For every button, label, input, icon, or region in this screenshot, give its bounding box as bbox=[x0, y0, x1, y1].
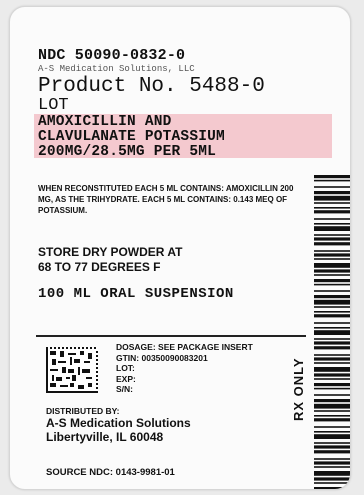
storage-line-1: STORE DRY POWDER AT bbox=[38, 245, 183, 259]
datamatrix-code bbox=[46, 347, 98, 393]
distributor-address: Libertyville, IL 60048 bbox=[46, 430, 164, 444]
storage-line-2: 68 TO 77 DEGREES F bbox=[38, 260, 161, 274]
dosage-form: 100 ML ORAL SUSPENSION bbox=[38, 286, 234, 302]
dosage-instruction: DOSAGE: SEE PACKAGE INSERT bbox=[116, 342, 253, 352]
distributed-by-label: DISTRIBUTED BY: bbox=[46, 406, 120, 416]
product-identifiers: DOSAGE: SEE PACKAGE INSERT GTIN: 0035009… bbox=[116, 342, 253, 395]
exp-field: EXP: bbox=[116, 373, 136, 384]
source-ndc: SOURCE NDC: 0143-9981-01 bbox=[46, 467, 175, 478]
lot-label: LOT bbox=[38, 96, 69, 115]
reconstitution-text: WHEN RECONSTITUTED EACH 5 ML CONTAINS: A… bbox=[38, 184, 294, 215]
ndc-number: NDC 50090-0832-0 bbox=[38, 47, 186, 64]
barcode bbox=[314, 175, 350, 489]
drug-label: NDC 50090-0832-0 A-S Medication Solution… bbox=[9, 6, 351, 490]
drug-name-line-1: AMOXICILLIN AND bbox=[38, 114, 172, 130]
gtin-number: GTIN: 00350090083201 bbox=[116, 352, 208, 363]
rx-only-text: RX ONLY bbox=[291, 357, 306, 421]
distributor-name: A-S Medication Solutions bbox=[46, 416, 191, 430]
drug-strength: 200MG/28.5MG PER 5ML bbox=[38, 144, 217, 160]
drug-name-line-2: CLAVULANATE POTASSIUM bbox=[38, 129, 225, 145]
serial-number-field: S/N: bbox=[116, 384, 133, 394]
repackager-name: A-S Medication Solutions, LLC bbox=[38, 64, 195, 74]
divider-line bbox=[36, 335, 306, 337]
product-number: Product No. 5488-0 bbox=[38, 75, 265, 98]
highlight-band bbox=[34, 114, 332, 158]
lot-field: LOT: bbox=[116, 363, 135, 373]
